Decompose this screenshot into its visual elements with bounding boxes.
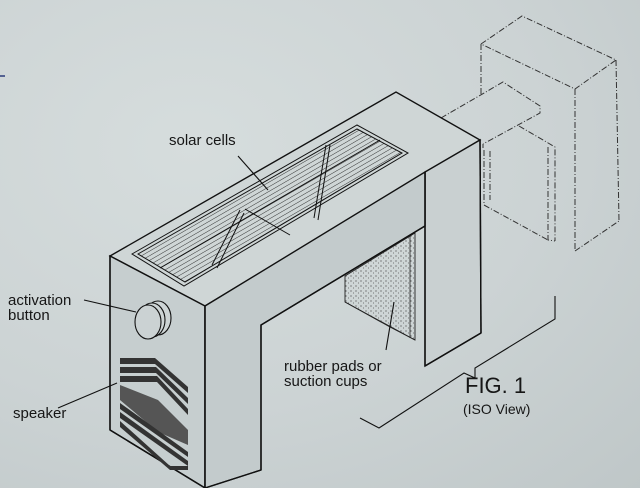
speaker-label: speaker — [13, 405, 67, 422]
rubber-pads-label-line2: suction cups — [284, 373, 368, 390]
solar-cells-panel — [131, 124, 410, 287]
figure-bracket — [359, 296, 556, 429]
activation-button-icon[interactable] — [134, 300, 172, 340]
phantom-mount-arm — [440, 81, 556, 242]
activation-button-label-line1: activation — [8, 292, 72, 309]
rubber-pads-label: rubber pads or suction cups — [284, 359, 382, 389]
speaker-grille — [120, 358, 188, 470]
activation-button-label-line2: button — [8, 307, 50, 324]
phantom-wall-box — [480, 15, 620, 252]
solar-cells-label: solar cells — [169, 132, 236, 149]
figure-title: FIG. 1 — [465, 373, 527, 398]
figure-subtitle: (ISO View) — [463, 401, 531, 417]
rubber-pads-label-line1: rubber pads or — [284, 358, 382, 375]
activation-button-label: activation button — [8, 293, 71, 323]
leader-lines — [57, 155, 395, 409]
